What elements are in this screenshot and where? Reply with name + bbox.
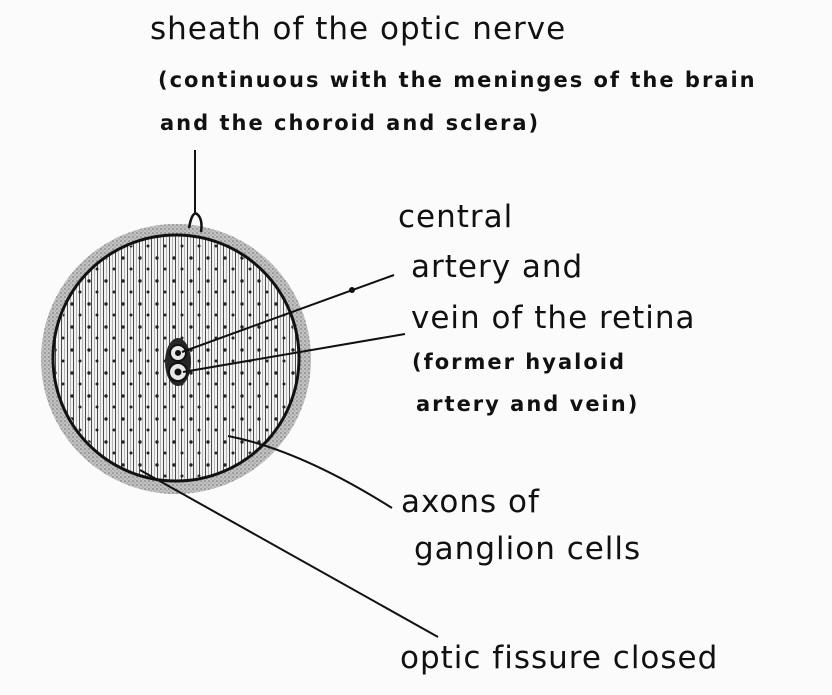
sheath-label: sheath of the optic nerve xyxy=(150,11,567,47)
axons-leader-line xyxy=(227,435,393,509)
vein-leader-line xyxy=(182,333,406,373)
axons-label-line-1: axons of xyxy=(401,484,540,520)
hyaloid-note-line-2: artery and vein) xyxy=(416,392,640,416)
optic-fissure-label: optic fissure closed xyxy=(400,640,719,676)
artery-leader-dot xyxy=(349,287,355,293)
fissure-leader-line xyxy=(139,469,439,638)
vein-label: vein of the retina xyxy=(411,300,696,336)
axons-label-line-2: ganglion cells xyxy=(414,531,642,567)
sheath-note-line-2: and the choroid and sclera) xyxy=(160,111,541,135)
sheath-note-line-1: (continuous with the meninges of the bra… xyxy=(158,68,757,92)
artery-label: artery and xyxy=(411,249,584,285)
sheath-tag-loop xyxy=(187,212,203,233)
artery-leader-line xyxy=(181,274,395,353)
central-vessels xyxy=(165,338,191,386)
central-label: central xyxy=(398,199,514,235)
hyaloid-note-line-1: (former hyaloid xyxy=(412,350,626,374)
